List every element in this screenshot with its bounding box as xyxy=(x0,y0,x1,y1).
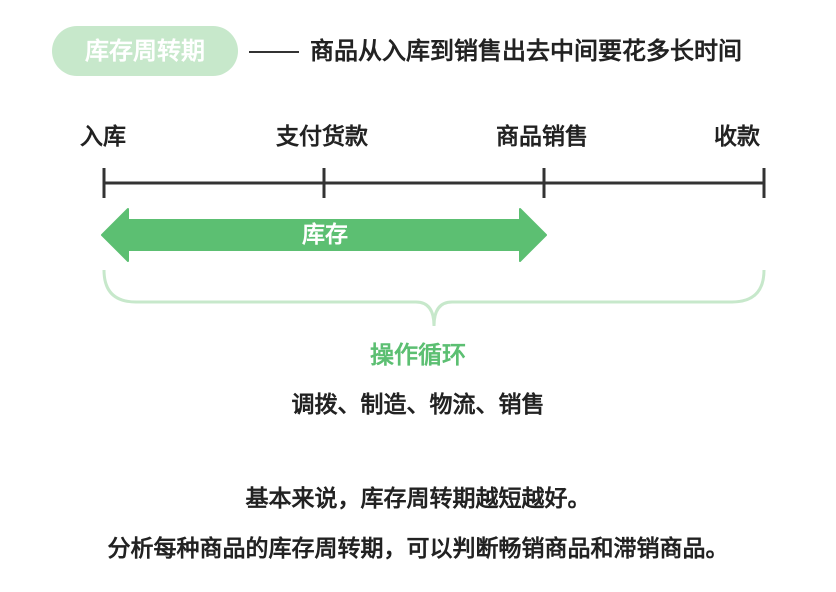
title-dash-divider xyxy=(249,51,299,53)
operation-cycle-label: 操作循环 xyxy=(370,341,466,369)
summary-line-2: 分析每种商品的库存周转期，可以判断畅销商品和滞销商品。 xyxy=(107,536,729,562)
inventory-arrow-label: 库存 xyxy=(302,222,348,248)
stage-label-payment: 支付货款 xyxy=(276,124,368,150)
summary-line-1: 基本来说，库存周转期越短越好。 xyxy=(245,486,591,512)
inventory-double-arrow xyxy=(101,208,547,262)
title-badge: 库存周转期 xyxy=(52,26,238,76)
stage-label-warehousing: 入库 xyxy=(80,124,126,150)
stage-label-collection: 收款 xyxy=(714,124,760,150)
title-description: 商品从入库到销售出去中间要花多长时间 xyxy=(310,37,742,65)
operation-activities: 调拨、制造、物流、销售 xyxy=(291,392,545,418)
stage-label-sales: 商品销售 xyxy=(496,124,588,150)
operation-cycle-brace xyxy=(102,269,766,327)
